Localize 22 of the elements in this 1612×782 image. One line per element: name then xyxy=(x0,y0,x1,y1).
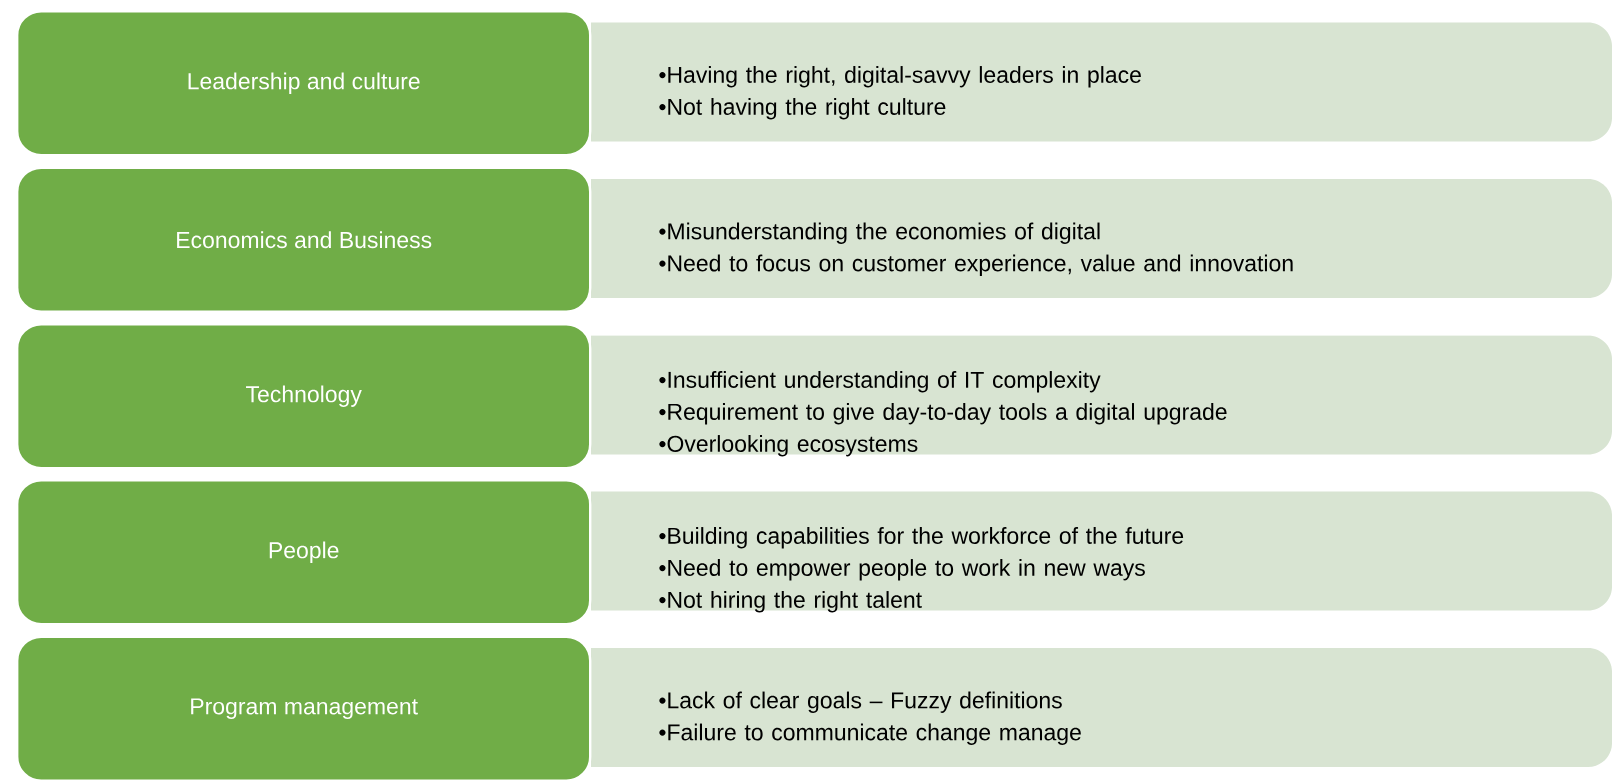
text-panel xyxy=(591,491,1612,613)
category-box: People xyxy=(16,479,592,626)
bullet-item: •Lack of clear goals – Fuzzy definitions xyxy=(659,691,1062,713)
bullet-item: •Need to focus on customer experience, value and innovation xyxy=(659,254,1293,276)
bullet-item: •Building capabilities for the workforce of the future xyxy=(659,527,1184,549)
category-box: Leadership and culture xyxy=(16,10,592,157)
text-panel xyxy=(591,179,1612,298)
bullet-item: •Failure to communicate change manage xyxy=(659,723,1081,745)
text-panel xyxy=(591,335,1612,457)
bullet-item: •Requirement to give day-to-day tools a digital upgrade xyxy=(659,403,1227,425)
bullet-item: •Having the right, digital-savvy leaders in place xyxy=(659,66,1141,88)
bullet-item: •Not hiring the right talent xyxy=(659,591,922,613)
category-box: Program management xyxy=(16,635,592,782)
bullet-item: •Insufficient understanding of IT complexity xyxy=(659,371,1101,393)
bullet-item: •Misunderstanding the economies of digital xyxy=(659,222,1100,244)
bullet-item: •Overlooking ecosystems xyxy=(659,435,918,457)
bullet-item: •Not having the right culture xyxy=(659,98,946,120)
text-panel xyxy=(591,22,1612,142)
bullet-item: •Need to empower people to work in new ways xyxy=(659,559,1145,581)
text-panel xyxy=(591,648,1612,767)
category-box: Economics and Business xyxy=(16,166,592,313)
category-box: Technology xyxy=(16,323,592,470)
